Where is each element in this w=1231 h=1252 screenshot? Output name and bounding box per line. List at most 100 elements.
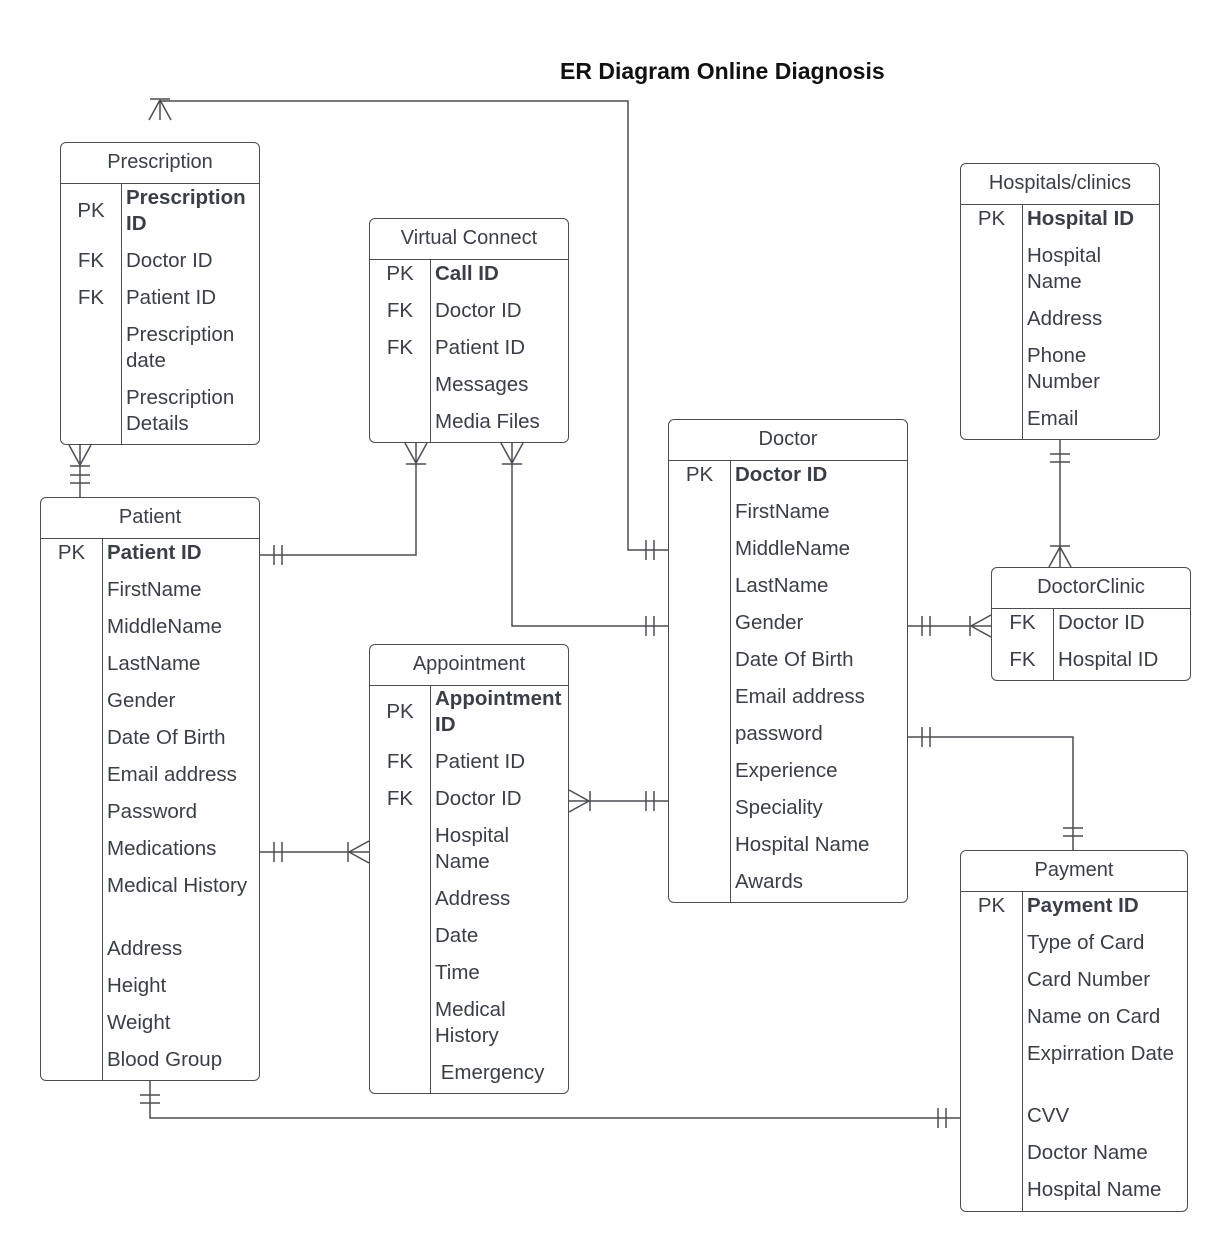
attribute-key: PK [386,261,414,285]
attribute-name: Doctor ID [435,298,522,322]
attribute-name: Medications [107,836,217,860]
attribute-name: Email address [107,762,237,786]
attribute-name: Experience [735,758,838,782]
relationship-line [149,1081,960,1119]
crow-foot-mark [970,625,992,638]
virtualconnect-patient-link [260,442,428,565]
attribute-row: FirstName [41,577,259,604]
crow-foot-mark [348,840,370,853]
attribute-row: LastName [669,573,907,600]
attribute-name: Expirration Date [1027,1041,1174,1065]
attribute-key: PK [77,198,105,222]
attribute-key: FK [1009,647,1036,671]
crow-foot-mark [68,444,81,466]
attribute-name: Phone Number [1027,343,1100,394]
attribute-name: CVV [1027,1103,1070,1127]
attribute-name: Date [435,923,479,947]
attribute-key: FK [386,786,414,810]
attribute-name: LastName [107,651,201,675]
attribute-name: Height [107,973,167,997]
attribute-name: Patient ID [107,540,202,564]
attribute-row: password [669,721,907,748]
doctor-payment-link [908,727,1083,850]
attribute-row: Speciality [669,795,907,822]
attribute-row: Card Number [961,967,1187,994]
attribute-name: MiddleName [107,614,223,638]
entity-title: Payment [961,851,1187,892]
attribute-row: Date Of Birth [41,725,259,752]
attribute-row: Email [961,406,1159,433]
attribute-row: Address [41,936,259,963]
attribute-name: Doctor ID [735,462,828,486]
attribute-key: FK [77,285,105,309]
attribute-name: Speciality [735,795,823,819]
attribute-row: Hospital Name [669,832,907,859]
attribute-row: FK Patient ID [61,285,259,312]
attribute-name: Hospital Name [1027,243,1102,294]
attribute-row: Address [370,886,568,913]
attribute-name: Prescription ID [126,185,246,236]
attribute-row: FirstName [669,499,907,526]
key-column-divider [1022,205,1023,440]
attribute-name: Password [107,799,198,823]
attribute-key: PK [57,540,86,564]
prescription-patient-link [68,444,92,497]
attribute-name: Patient ID [126,285,217,309]
attribute-name: Media Files [435,409,540,433]
attribute-row: PK Call ID [370,261,568,288]
crow-foot-mark [568,800,590,813]
crow-foot-mark [148,99,161,121]
attribute-row: Date [370,923,568,950]
attribute-name: Date Of Birth [107,725,226,749]
appointment-doctor-link [568,789,668,813]
attribute-name: Call ID [435,261,499,285]
attribute-key: FK [386,749,414,773]
attribute-row: Gender [669,610,907,637]
key-column-divider [1022,892,1023,1212]
attribute-name: Address [435,886,511,910]
crow-foot-mark [404,442,417,464]
attribute-row: Name on Card [961,1004,1187,1031]
attribute-row: Weight [41,1010,259,1037]
crow-foot-mark [79,444,92,466]
attribute-name: Type of Card [1027,930,1145,954]
attribute-name: Weight [107,1010,171,1034]
attribute-key: PK [977,893,1006,917]
attribute-name: Doctor ID [435,786,522,810]
attribute-row: Messages [370,372,568,399]
attribute-key: PK [386,699,414,723]
attribute-name: Hospital Name [1027,1177,1162,1201]
entity-title: Hospitals/clinics [961,164,1159,205]
attribute-row: Doctor Name [961,1140,1187,1167]
attribute-name: Hospital ID [1058,647,1159,671]
attribute-row: Emergency [370,1060,568,1087]
entity-title: Doctor [669,420,907,461]
attribute-name: LastName [735,573,829,597]
attribute-name: Appointment ID [435,686,562,737]
attribute-name: Prescription Details [126,385,235,436]
crow-foot-mark [1048,546,1061,568]
attribute-row: Height [41,973,259,1000]
attribute-row: Address [961,306,1159,333]
key-column-divider [121,184,122,445]
attribute-key: FK [386,335,414,359]
entity-title: Patient [41,498,259,539]
patient-appointment-link [260,840,370,864]
key-column-divider [430,260,431,443]
crow-foot-mark [348,851,370,864]
